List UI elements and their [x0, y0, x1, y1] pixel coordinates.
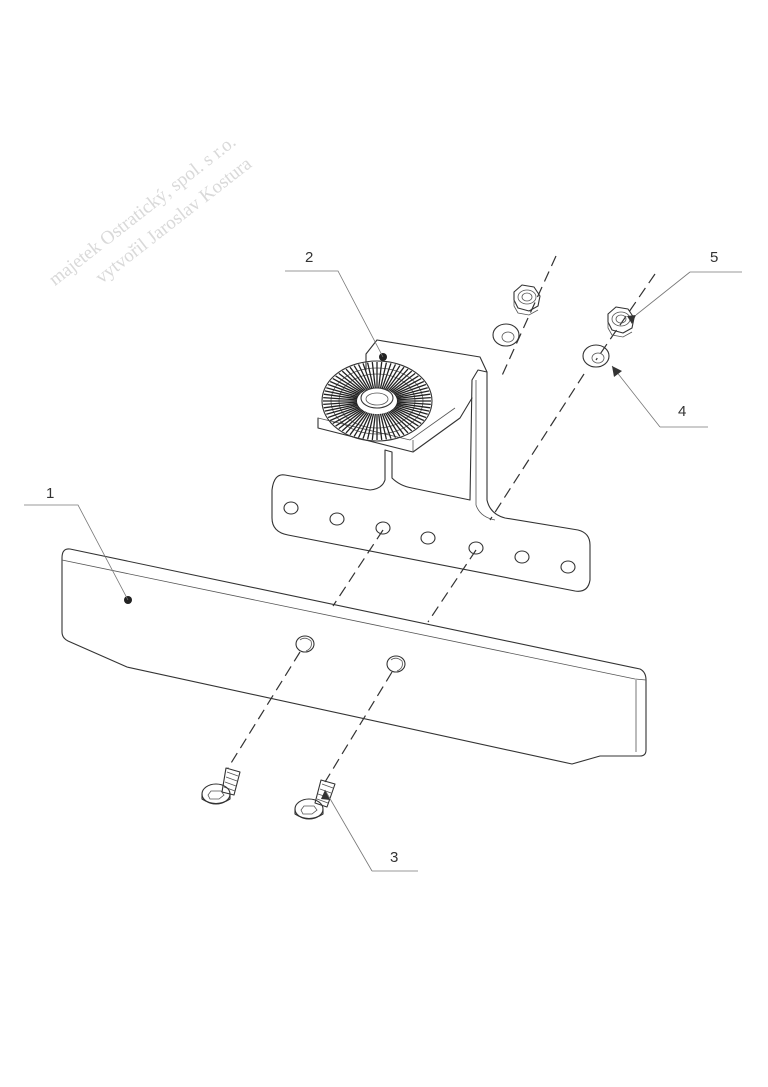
serration-tooth	[362, 363, 373, 389]
serration-tooth	[362, 413, 373, 439]
serration-tooth	[345, 411, 366, 434]
serration-tooth	[335, 408, 363, 427]
serration-tooth	[396, 396, 431, 401]
part-3-screw-right	[294, 779, 336, 820]
callout-5: 5	[710, 249, 718, 266]
serration-tooth	[379, 362, 388, 389]
part-5-nut-right	[607, 306, 635, 338]
serration-tooth	[338, 409, 364, 430]
serration-tooth	[324, 390, 358, 399]
serration-tooth	[383, 364, 397, 390]
serration-tooth	[327, 405, 360, 419]
serration-tooth	[396, 403, 430, 412]
serration-tooth	[391, 375, 419, 394]
serration-tooth	[389, 370, 413, 392]
part-4-washer-left	[492, 323, 520, 347]
serration-tooth	[323, 393, 358, 400]
watermark-line-1: majetek Ostratický, spol. s r.o.	[45, 131, 240, 290]
serration-tooth	[394, 406, 425, 422]
serration-tooth	[383, 412, 397, 438]
serration-tooth	[349, 366, 368, 391]
serration-tooth	[326, 387, 359, 398]
part-5-nut-left	[513, 284, 541, 316]
serration-teeth	[323, 362, 431, 440]
serration-tooth	[390, 409, 416, 430]
serration-tooth	[393, 407, 422, 424]
serration-tooth	[395, 387, 428, 398]
serration-tooth	[394, 380, 425, 396]
serration-tooth	[335, 375, 363, 394]
serration-tooth	[388, 411, 409, 434]
serration-tooth	[323, 401, 358, 406]
serration-tooth	[338, 372, 364, 393]
serration-tooth	[388, 368, 409, 391]
callout-leaders	[24, 270, 742, 872]
serration-tooth	[378, 413, 383, 440]
serration-tooth	[371, 362, 376, 389]
watermark: majetek Ostratický, spol. s r.o. vytvoři…	[45, 131, 256, 290]
serration-tooth	[396, 401, 431, 406]
callout-3: 3	[390, 849, 398, 866]
serration-tooth	[395, 404, 428, 415]
serration-tooth	[323, 396, 358, 401]
serration-tooth	[396, 393, 431, 400]
serration-tooth	[384, 365, 401, 390]
serration-tooth	[394, 383, 427, 397]
serration-tooth	[329, 380, 360, 396]
serration-tooth	[324, 403, 358, 412]
serration-tooth	[345, 368, 366, 391]
serration-tooth	[396, 402, 431, 409]
callout-1: 1	[46, 485, 54, 502]
serration-tooth	[379, 413, 388, 440]
part-4-washer-right	[582, 344, 610, 368]
serration-tooth	[391, 408, 419, 427]
serration-tooth	[396, 390, 430, 399]
serration-tooth	[378, 362, 383, 389]
serration-tooth	[357, 364, 371, 390]
part-2-bracket	[271, 339, 591, 592]
serration-tooth	[341, 370, 365, 392]
serration-tooth	[386, 366, 405, 391]
serration-tooth	[384, 412, 401, 437]
serration-tooth	[357, 412, 371, 438]
serration-tooth	[327, 383, 360, 397]
serration-tooth	[353, 412, 370, 437]
callout-2: 2	[305, 249, 313, 266]
serration-tooth	[341, 410, 365, 432]
serration-tooth	[366, 362, 375, 389]
serration-tooth	[353, 365, 370, 390]
part-1-plate	[61, 548, 647, 765]
serration-tooth	[386, 411, 405, 436]
serration-tooth	[390, 372, 416, 393]
serration-tooth	[381, 363, 392, 389]
serration-tooth	[381, 413, 392, 439]
callout-4: 4	[678, 403, 686, 420]
part-3-screw-left	[201, 767, 241, 805]
serration-tooth	[349, 411, 368, 436]
serration-tooth	[389, 410, 413, 432]
serration-tooth	[323, 402, 358, 409]
serration-tooth	[332, 378, 361, 395]
serration-tooth	[371, 413, 376, 440]
serration-tooth	[366, 413, 375, 440]
serration-tooth	[393, 378, 422, 395]
serration-tooth	[326, 404, 359, 415]
serration-tooth	[329, 406, 360, 422]
serration-tooth	[332, 407, 361, 424]
serration-tooth	[394, 405, 427, 419]
